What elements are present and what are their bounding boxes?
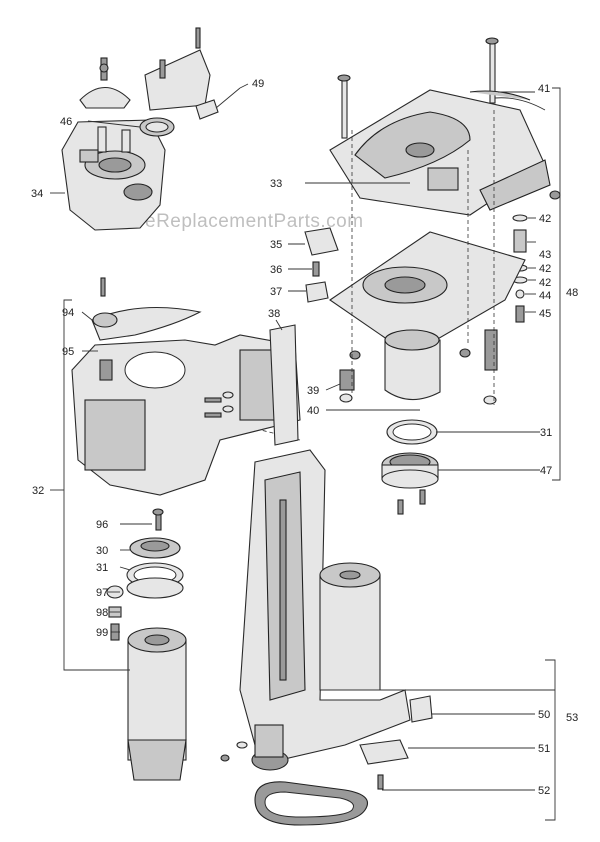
part-small-washers[interactable] xyxy=(220,741,248,762)
part-39-gear[interactable] xyxy=(339,369,355,403)
part-96-screw[interactable] xyxy=(152,508,164,531)
callout-49: 49 xyxy=(252,78,264,90)
part-top-bracket[interactable] xyxy=(144,27,211,111)
callout-39: 39 xyxy=(307,385,319,397)
callout-31a: 31 xyxy=(540,427,552,439)
callout-43: 43 xyxy=(539,249,551,261)
callout-40: 40 xyxy=(307,405,319,417)
callout-35: 35 xyxy=(270,239,282,251)
watermark-text: eReplacementParts.com xyxy=(145,211,364,232)
callout-44: 44 xyxy=(539,290,551,302)
part-frame-screws[interactable] xyxy=(204,391,234,418)
callout-53: 53 xyxy=(566,712,578,724)
part-47-screws[interactable] xyxy=(397,489,426,515)
part-38-side-plate[interactable] xyxy=(269,324,299,446)
part-35-bracket[interactable] xyxy=(304,227,339,256)
callout-52: 52 xyxy=(538,785,550,797)
callout-42a: 42 xyxy=(539,213,551,225)
callout-45: 45 xyxy=(539,308,551,320)
callout-32: 32 xyxy=(32,485,44,497)
part-46-seal[interactable] xyxy=(139,117,175,137)
callout-97: 97 xyxy=(96,587,108,599)
callout-47: 47 xyxy=(540,465,552,477)
callout-41: 41 xyxy=(538,83,550,95)
part-motor-shaft[interactable] xyxy=(483,329,498,405)
part-94-lever[interactable] xyxy=(91,306,202,341)
part-40-motor[interactable] xyxy=(384,329,441,401)
part-37-latch[interactable] xyxy=(305,281,329,303)
callout-42b: 42 xyxy=(539,263,551,275)
callout-99: 99 xyxy=(96,627,108,639)
part-48-base-plate[interactable] xyxy=(329,231,526,356)
callout-31b: 31 xyxy=(96,562,108,574)
part-31-seal-ring-right[interactable] xyxy=(386,419,438,445)
part-plate-screws[interactable] xyxy=(349,348,471,360)
part-44-ball[interactable] xyxy=(515,289,525,299)
part-51-bracket[interactable] xyxy=(359,739,409,790)
part-small-screw-right[interactable] xyxy=(549,190,561,200)
part-43-fitting[interactable] xyxy=(513,229,527,253)
part-53-tower-frame[interactable] xyxy=(239,449,411,761)
part-50-switch[interactable] xyxy=(409,695,433,723)
part-41-long-screw[interactable] xyxy=(485,37,499,104)
part-34-brew-head-assembly[interactable] xyxy=(61,119,166,231)
part-top-cap[interactable] xyxy=(79,57,131,109)
callout-94: 94 xyxy=(62,307,74,319)
part-cylinder[interactable] xyxy=(127,627,187,781)
part-53-drive-motor[interactable] xyxy=(319,562,381,691)
part-long-screw-left[interactable] xyxy=(337,74,351,139)
part-screw-94[interactable] xyxy=(100,277,106,297)
part-53-gear-pulley[interactable] xyxy=(251,724,289,771)
callout-30: 30 xyxy=(96,545,108,557)
callout-46: 46 xyxy=(60,116,72,128)
part-47-filter-disk[interactable] xyxy=(381,452,439,489)
part-36-spring[interactable] xyxy=(312,261,320,277)
callout-96: 96 xyxy=(96,519,108,531)
part-30-disk[interactable] xyxy=(129,537,181,559)
part-42-oring-a[interactable] xyxy=(512,214,528,222)
callout-95: 95 xyxy=(62,346,74,358)
callout-37: 37 xyxy=(270,286,282,298)
part-32-frame[interactable] xyxy=(71,334,301,496)
callout-51: 51 xyxy=(538,743,550,755)
callout-98: 98 xyxy=(96,607,108,619)
part-52-belt[interactable] xyxy=(254,781,369,826)
callout-36: 36 xyxy=(270,264,282,276)
part-33-valve-block[interactable] xyxy=(329,89,551,216)
part-31-seal-ring-left[interactable] xyxy=(126,562,184,599)
part-49-clip[interactable] xyxy=(195,99,219,120)
part-45-spring[interactable] xyxy=(515,305,525,323)
callout-34: 34 xyxy=(31,188,43,200)
callout-48: 48 xyxy=(566,287,578,299)
callout-33: 33 xyxy=(270,178,282,190)
callout-38: 38 xyxy=(268,308,280,320)
callout-42c: 42 xyxy=(539,277,551,289)
callout-50: 50 xyxy=(538,709,550,721)
